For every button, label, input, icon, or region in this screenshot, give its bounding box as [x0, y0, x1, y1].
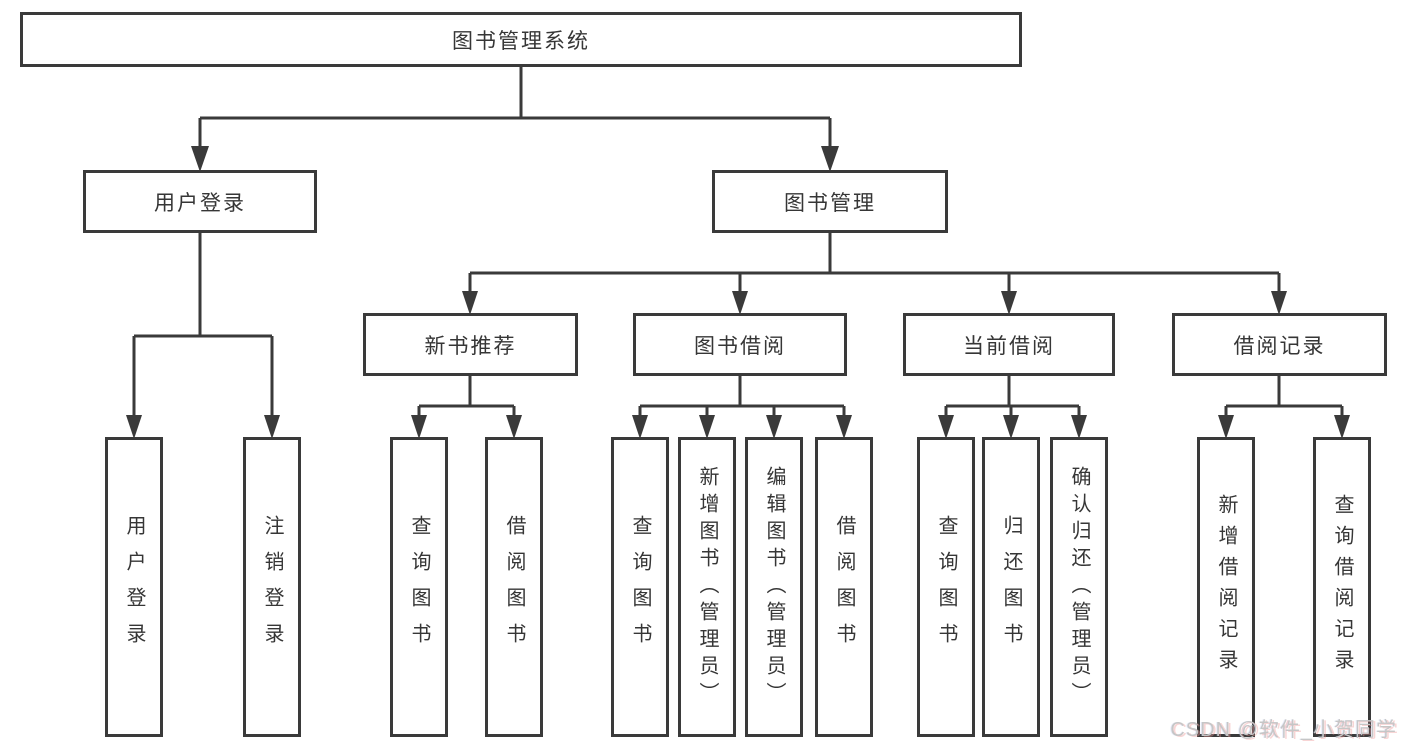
leaf-query-books-current: 查询图书	[917, 437, 975, 737]
node-label: 当前借阅	[963, 334, 1055, 358]
leaf-label: 查询图书	[935, 515, 957, 659]
node-book-borrowing: 图书借阅	[633, 313, 847, 376]
leaf-label: 借阅图书	[503, 515, 525, 659]
leaf-add-book-admin: 新增图书（管理员）	[678, 437, 736, 737]
node-label: 借阅记录	[1233, 334, 1326, 358]
leaf-label: 查询图书	[408, 515, 430, 659]
node-current-borrowing: 当前借阅	[903, 313, 1115, 376]
leaf-label: 用户登录	[123, 515, 145, 659]
leaf-label: 注销登录	[261, 515, 283, 659]
leaf-query-books-borrowing: 查询图书	[611, 437, 669, 737]
node-label: 新书推荐	[424, 334, 517, 358]
node-library-management-system: 图书管理系统	[20, 12, 1022, 67]
leaf-return-books: 归还图书	[982, 437, 1040, 737]
leaf-label: 查询借阅记录	[1331, 494, 1353, 680]
node-new-book-recommendation: 新书推荐	[363, 313, 578, 376]
leaf-label: 借阅图书	[833, 515, 855, 659]
leaf-label: 编辑图书（管理员）	[763, 465, 785, 709]
leaf-label: 归还图书	[1000, 515, 1022, 659]
leaf-borrow-books-recommendation: 借阅图书	[485, 437, 543, 737]
leaf-label: 确认归还（管理员）	[1068, 465, 1090, 709]
leaf-label: 新增图书（管理员）	[696, 465, 718, 709]
leaf-borrow-books: 借阅图书	[815, 437, 873, 737]
leaf-label: 新增借阅记录	[1215, 494, 1237, 680]
leaf-edit-book-admin: 编辑图书（管理员）	[745, 437, 803, 737]
leaf-user-login: 用户登录	[105, 437, 163, 737]
leaf-add-borrow-record: 新增借阅记录	[1197, 437, 1255, 737]
node-label: 图书管理系统	[452, 29, 590, 53]
leaf-label: 查询图书	[629, 515, 651, 659]
leaf-query-borrow-record: 查询借阅记录	[1313, 437, 1371, 737]
node-book-management: 图书管理	[712, 170, 948, 233]
leaf-query-books-recommendation: 查询图书	[390, 437, 448, 737]
leaf-logout: 注销登录	[243, 437, 301, 737]
csdn-watermark: CSDN @软件_小贺同学	[1170, 719, 1397, 741]
node-borrowing-records: 借阅记录	[1172, 313, 1387, 376]
node-label: 用户登录	[154, 191, 246, 215]
leaf-confirm-return-admin: 确认归还（管理员）	[1050, 437, 1108, 737]
node-user-login: 用户登录	[83, 170, 317, 233]
node-label: 图书管理	[784, 191, 876, 215]
node-label: 图书借阅	[694, 334, 786, 358]
